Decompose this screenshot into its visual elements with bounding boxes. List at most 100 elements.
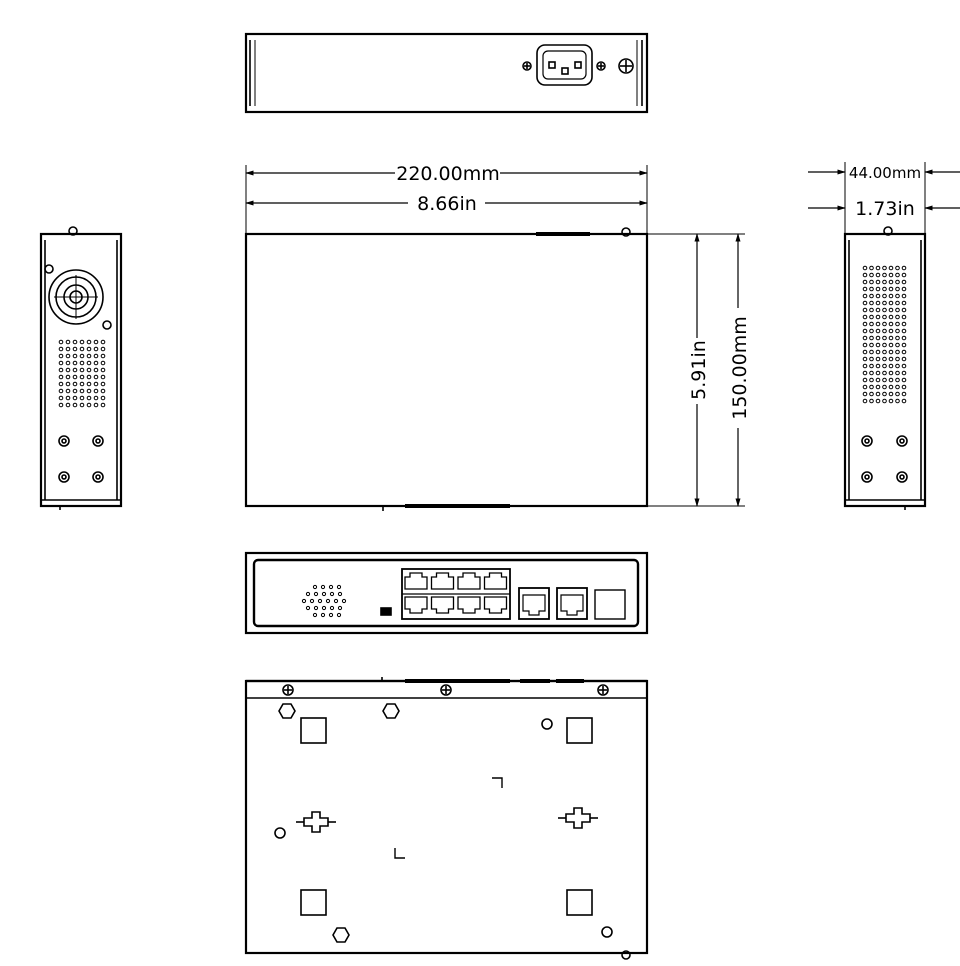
hex-nut-icon: [278, 703, 400, 943]
vent-hole: [875, 314, 881, 320]
vent-hole: [337, 605, 343, 611]
vent-hole: [882, 356, 887, 362]
vent-hole: [895, 363, 900, 369]
vent-hole: [320, 584, 326, 590]
vent-hole: [888, 314, 894, 320]
vent-hole: [895, 293, 900, 299]
vent-hole: [875, 335, 881, 341]
vent-hole: [100, 381, 106, 387]
vent-hole: [93, 346, 99, 352]
vent-hole: [895, 398, 900, 404]
vent-hole: [875, 377, 881, 383]
vent-hole: [882, 307, 887, 313]
vent-hole: [72, 339, 78, 345]
vent-hole: [321, 591, 327, 597]
vent-hole: [86, 346, 92, 352]
rj45-port-icon: [457, 596, 481, 614]
vent-hole: [895, 307, 900, 313]
vent-hole: [58, 367, 64, 373]
vent-hole: [328, 584, 334, 590]
vent-hole: [79, 388, 85, 394]
vent-hole: [65, 381, 71, 387]
vent-hole: [882, 272, 887, 278]
vent-hole: [862, 300, 868, 306]
vent-hole: [869, 349, 874, 355]
vent-hole: [862, 272, 868, 278]
vent-hole: [321, 605, 327, 611]
vent-hole: [86, 402, 92, 408]
rj45-port-icon: [457, 572, 481, 590]
vent-hole: [862, 363, 868, 369]
vent-hole: [305, 591, 311, 597]
vent-hole: [869, 328, 874, 334]
vent-hole: [100, 388, 106, 394]
width-mm-label: 220.00mm: [396, 163, 500, 185]
vent-hole: [58, 395, 64, 401]
depth-mm-label: 150.00mm: [729, 316, 751, 420]
vent-hole: [882, 335, 887, 341]
vent-hole: [325, 598, 331, 604]
depth-dimension: [647, 233, 745, 507]
width-in-label: 8.66in: [417, 193, 477, 215]
vent-hole: [888, 265, 894, 271]
vent-hole: [875, 272, 881, 278]
rj45-port-icon: [430, 572, 455, 590]
vent-hole: [72, 381, 78, 387]
vent-hole: [862, 391, 868, 397]
vent-hole: [869, 321, 874, 327]
vent-hole: [888, 293, 894, 299]
vent-hole: [882, 321, 887, 327]
vent-hole: [875, 349, 881, 355]
vent-hole: [869, 272, 874, 278]
width-dimension: [245, 165, 648, 234]
vent-hole: [895, 370, 900, 376]
vent-hole: [93, 353, 99, 359]
vent-hole: [869, 356, 874, 362]
vent-hole: [93, 360, 99, 366]
height-in-label: 1.73in: [855, 198, 915, 220]
vent-hole: [329, 605, 335, 611]
vent-hole: [869, 370, 874, 376]
rj45-port-icon: [483, 596, 508, 614]
vent-hole: [301, 598, 307, 604]
depth-in-label: 5.91in: [688, 340, 710, 400]
vent-hole: [875, 328, 881, 334]
vent-hole: [869, 377, 874, 383]
sfp-port-icon: [594, 589, 626, 620]
vent-hole: [86, 388, 92, 394]
vent-hole: [901, 321, 907, 327]
vent-hole: [888, 307, 894, 313]
vent-hole: [875, 398, 881, 404]
vent-hole: [72, 388, 78, 394]
vent-grid: [862, 265, 907, 404]
vent-hole: [79, 395, 85, 401]
vent-hole: [895, 328, 900, 334]
vent-hole: [79, 339, 85, 345]
vent-hole: [882, 370, 887, 376]
vent-grid: [301, 584, 347, 618]
vent-hole: [309, 598, 315, 604]
vent-hole: [901, 384, 907, 390]
vent-hole: [869, 307, 874, 313]
vent-hole: [862, 356, 868, 362]
vent-hole: [875, 307, 881, 313]
vent-hole: [58, 402, 64, 408]
vent-hole: [901, 335, 907, 341]
vent-hole: [862, 265, 868, 271]
vent-hole: [888, 279, 894, 285]
rj45-port-icon: [404, 572, 428, 590]
vent-hole: [862, 286, 868, 292]
vent-hole: [869, 300, 874, 306]
vent-hole: [882, 363, 887, 369]
vent-hole: [862, 314, 868, 320]
vent-hole: [888, 321, 894, 327]
vent-hole: [895, 300, 900, 306]
vent-hole: [65, 374, 71, 380]
vent-hole: [86, 367, 92, 373]
vent-hole: [313, 605, 319, 611]
vent-hole: [79, 346, 85, 352]
vent-hole: [72, 395, 78, 401]
vent-hole: [93, 402, 99, 408]
vent-hole: [100, 395, 106, 401]
